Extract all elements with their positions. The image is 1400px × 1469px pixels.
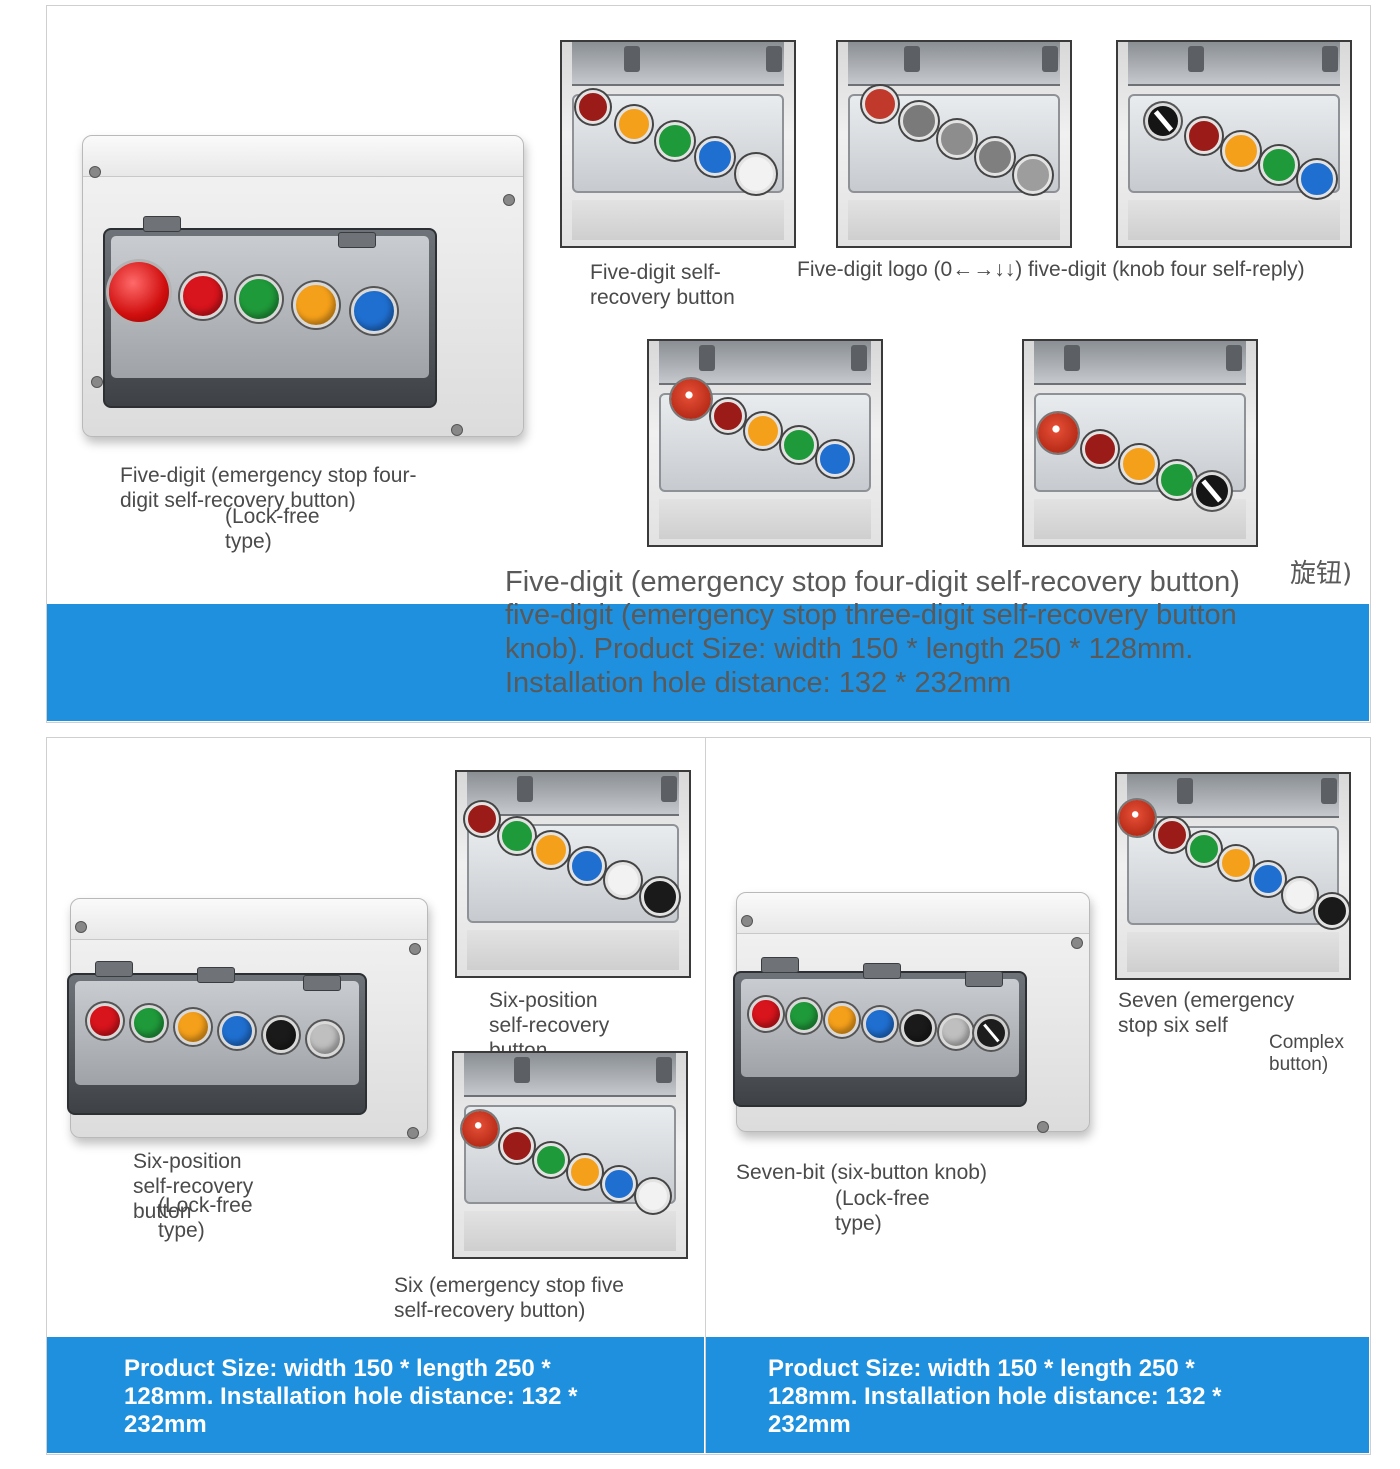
thumb-estop-four — [647, 339, 883, 547]
red-button — [180, 273, 226, 319]
orange-button — [293, 282, 339, 328]
blue-button — [351, 288, 397, 334]
left-main-caption-sub: (Lock-free type) — [158, 1194, 253, 1242]
six-position-enclosure-image — [67, 898, 428, 1139]
thumb-knob-four — [1116, 40, 1352, 248]
left-main-caption: Six-position self-recovery button — [133, 1150, 254, 1223]
top-big-line1: Five-digit (emergency stop four-digit se… — [505, 566, 1240, 598]
right-band-text: Product Size: width 150 * length 250 * 1… — [768, 1355, 1222, 1438]
emergency-stop-button — [109, 262, 169, 322]
thumb-six-estop-five — [452, 1051, 688, 1259]
left-thumb2-caption: Six (emergency stop five self-recovery b… — [394, 1274, 624, 1322]
top-big-line3: knob). Product Size: width 150 * length … — [505, 633, 1194, 665]
top-big-suffix: 旋钮) — [1290, 559, 1353, 589]
left-band-text: Product Size: width 150 * length 250 * 1… — [124, 1355, 578, 1438]
bottom-divider — [705, 738, 706, 1453]
top-thumb2-caption: Five-digit logo (0←→↓↓) five-digit (knob… — [797, 258, 1305, 281]
bottom-right-band — [706, 1337, 1369, 1453]
right-thumb-caption: Seven (emergency stop six self — [1118, 989, 1295, 1037]
left-thumb1-caption: Six-position self-recovery button — [489, 989, 610, 1062]
thumb-six-self-recovery — [455, 770, 691, 978]
top-main-caption: Five-digit (emergency stop four-digit se… — [120, 464, 417, 512]
thumb-five-logo — [836, 40, 1072, 248]
top-main-caption-sub: (Lock-free type) — [225, 505, 320, 553]
top-info-band — [47, 604, 1369, 721]
green-button — [236, 276, 282, 322]
thumb-five-self-recovery — [560, 40, 796, 248]
right-main-caption-sub: (Lock-free type) — [835, 1187, 930, 1235]
thumb-estop-three-knob — [1022, 339, 1258, 547]
five-digit-enclosure-image — [82, 135, 524, 437]
top-big-line4: Installation hole distance: 132 * 232mm — [505, 667, 1012, 699]
bottom-left-band — [47, 1337, 704, 1453]
top-thumb1-caption: Five-digit self-recovery button — [590, 261, 735, 309]
thumb-seven-estop-six — [1115, 772, 1351, 980]
right-thumb-caption-side: Complex button) — [1269, 1032, 1344, 1075]
right-main-caption: Seven-bit (six-button knob) — [736, 1161, 987, 1184]
seven-bit-enclosure-image — [733, 892, 1090, 1133]
top-big-line2: five-digit (emergency stop three-digit s… — [505, 599, 1237, 631]
